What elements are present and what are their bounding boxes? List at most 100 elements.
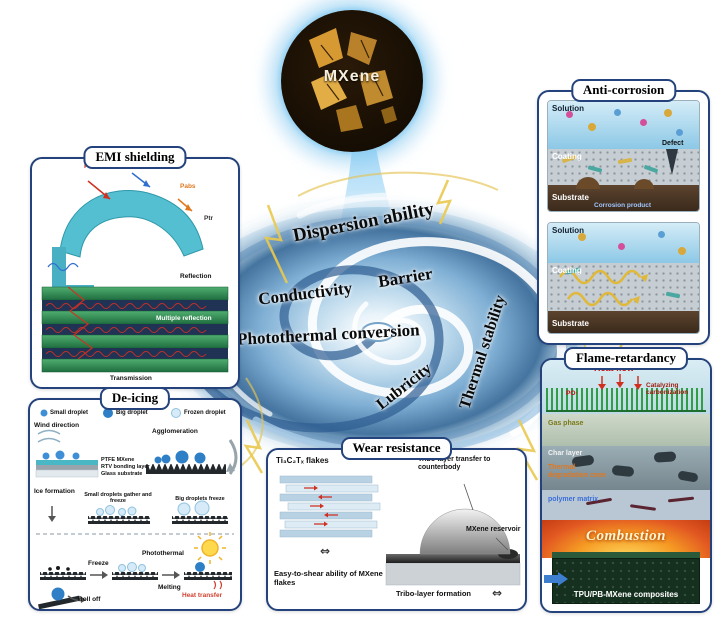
de-icing-diagram xyxy=(35,408,238,609)
panel-title-de-icing: De-icing xyxy=(99,387,171,410)
heat-transfer-label: Heat transfer xyxy=(182,592,223,599)
panel-de-icing: De-icing xyxy=(28,387,242,611)
polymer-zone xyxy=(542,490,710,520)
anti-corrosion-illustration: Solution Coating Substrate Defect Corros… xyxy=(539,92,708,343)
composite-cube-top xyxy=(552,552,700,560)
corrosion-scene-top: Solution Coating Substrate Defect Corros… xyxy=(547,100,700,212)
legend-frozen-droplet: Frozen droplet xyxy=(184,410,226,416)
counterbody-icon xyxy=(385,483,521,586)
shield-ribbon-icon xyxy=(52,189,204,297)
mxene-flake-icon xyxy=(587,165,603,173)
wear-diagram xyxy=(279,475,521,586)
agglomeration-surface-icon xyxy=(146,450,226,474)
rtv-layer-label: RTV bonding layer xyxy=(101,464,150,470)
ion-icon xyxy=(614,109,621,116)
solution-label: Solution xyxy=(552,104,584,113)
heat-flow-arrows-icon xyxy=(598,374,642,390)
double-arrow-icon: ⇔ xyxy=(492,586,503,600)
solution-layer xyxy=(548,101,699,149)
mxene-label: MXene xyxy=(323,68,381,85)
mxene-flakes xyxy=(309,28,397,132)
ion-icon xyxy=(578,233,586,241)
curved-arrow-icon xyxy=(226,439,238,475)
panel-wear-resistance: Wear resistance xyxy=(266,437,527,611)
panel-title-wear-resistance: Wear resistance xyxy=(340,437,453,460)
glass-substrate-label: Glass substrate xyxy=(101,471,143,477)
agglomeration-label: Agglomeration xyxy=(152,428,198,435)
corrosion-product-label: Corrosion product xyxy=(594,202,652,209)
coating-layer xyxy=(548,263,699,311)
defect-crack-icon xyxy=(666,149,678,175)
ion-icon xyxy=(588,123,596,131)
panel-title-flame-retardancy: Flame-retardancy xyxy=(563,347,689,370)
wind-direction-label: Wind direction xyxy=(34,422,80,429)
substrate-layer xyxy=(548,185,699,211)
composite-cube xyxy=(552,558,700,604)
combustion-label: Combustion xyxy=(585,528,667,544)
sun-icon xyxy=(194,532,226,564)
panel-title-anti-corrosion: Anti-corrosion xyxy=(570,79,677,102)
po-radical-label: PO· xyxy=(566,390,578,397)
ptfe-mxene-label: PTFE MXene xyxy=(101,457,135,463)
polymer-matrix-label: polymer matrix xyxy=(548,496,599,503)
photothermal-sequence-icon xyxy=(38,562,232,609)
tribo-transfer-label: Tribo-layer transfer to counterbody xyxy=(418,456,491,472)
ice-formation-label: Ice formation xyxy=(34,488,75,495)
substrate-label: Substrate xyxy=(552,193,589,202)
coating-layer xyxy=(548,149,699,185)
mxene-layer-stack xyxy=(41,286,229,373)
thermal-zone-label: Thermal degradation zone xyxy=(548,464,606,480)
legend-small-droplet: Small droplet xyxy=(50,410,89,416)
grass-icon xyxy=(546,388,706,412)
de-icing-illustration: Small droplet Big droplet Frozen droplet… xyxy=(30,400,240,609)
tribo-formation-label: Tribo-layer formation xyxy=(396,589,472,598)
coating-label: Coating xyxy=(552,152,582,161)
flame-zone xyxy=(542,520,710,558)
arrow-shaft xyxy=(544,575,558,583)
small-droplets-gather-label: Small droplets gather and freeze xyxy=(84,492,152,505)
emi-reflection-label: Reflection xyxy=(180,273,212,280)
mxene-flake-icon xyxy=(643,164,659,174)
double-arrow-icon: ⇔ xyxy=(320,544,331,558)
panel-anti-corrosion: Anti-corrosion xyxy=(537,79,710,345)
mxene-flake-icon xyxy=(617,157,633,165)
emi-multiple-reflection-label: Multiple reflection xyxy=(156,315,212,322)
ion-icon xyxy=(640,119,647,126)
corrosion-mound-icon xyxy=(576,177,600,189)
panel-title-emi: EMI shielding xyxy=(83,146,187,169)
photothermal-label: Photothermal xyxy=(142,550,184,557)
panel-emi-shielding: EMI shielding xyxy=(30,146,240,389)
ion-icon xyxy=(678,247,686,255)
solution-layer xyxy=(548,223,699,263)
mxene-photo: MXene xyxy=(281,10,423,152)
panel-flame-retardancy: Flame-retardancy Heat flow PO· Catalyzin xyxy=(540,347,712,613)
easy-shear-label: Easy-to-shear ability of MXene flakes xyxy=(274,569,383,587)
char-chunk-icon xyxy=(653,451,677,463)
coated-substrate-icon xyxy=(35,450,99,478)
melting-label: Melting xyxy=(158,584,181,591)
emi-pabs-label: Pabs xyxy=(180,183,196,190)
solution-label: Solution xyxy=(552,226,584,235)
wave-arrow-icons xyxy=(47,172,193,272)
ion-icon xyxy=(566,111,573,118)
char-layer-label: Char layer xyxy=(548,450,583,457)
defect-label: Defect xyxy=(662,140,684,147)
mxene-reservoir-label: MXene reservoir xyxy=(466,526,521,533)
corrosion-scene-bottom: Solution Coating Substrate xyxy=(547,222,700,334)
emi-illustration: Pin Pref Pabs Ptr Reflection Multiple re… xyxy=(32,159,238,387)
ion-icon xyxy=(676,129,683,136)
big-droplets-freeze-label: Big droplets freeze xyxy=(175,496,225,502)
wear-illustration: Ti₃C₂Tₓ flakes Tribo-layer transfer to c… xyxy=(268,450,525,609)
freezing-surfaces-icon xyxy=(48,500,228,524)
catalyzing-label: Catalyzing carbonization xyxy=(646,382,689,397)
substrate-label: Substrate xyxy=(552,319,589,328)
substrate-layer xyxy=(548,311,699,333)
gas-phase-label: Gas phase xyxy=(548,420,584,427)
droplet-legend-icons xyxy=(40,408,181,418)
ti3c2tx-flakes-label: Ti₃C₂Tₓ flakes xyxy=(276,456,329,465)
flame-illustration: Heat flow PO· Catalyzing carbonization G… xyxy=(542,360,710,611)
gas-phase-zone xyxy=(542,414,710,446)
wind-arrow-icon xyxy=(37,429,61,443)
legend-big-droplet: Big droplet xyxy=(116,410,148,416)
